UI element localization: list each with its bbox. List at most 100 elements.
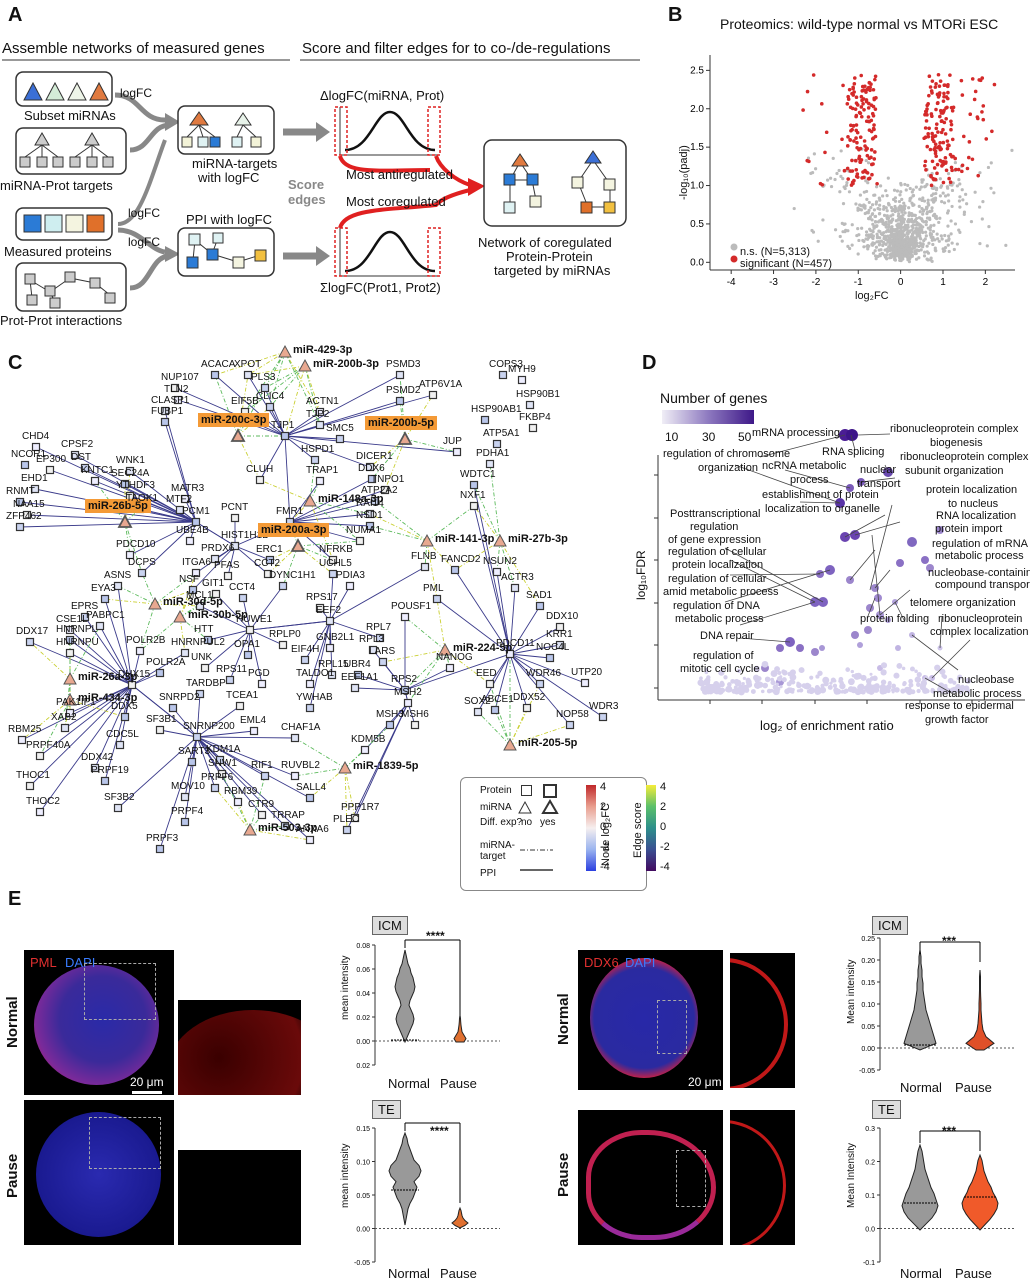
protein-node (20, 460, 30, 470)
volcano-point-ns (844, 183, 849, 187)
volcano-point-ns (892, 229, 896, 233)
ppi-edge (227, 545, 236, 577)
protein-label: PSMD2 (386, 385, 421, 396)
volcano-point-ns (906, 232, 910, 236)
volcano-point-ns (887, 245, 891, 249)
volcano-point-ns (911, 193, 916, 198)
protein-label: MYH9 (508, 364, 536, 375)
protein-label: EEF2 (316, 605, 342, 616)
volcano-y-tick-label: 1.5 (690, 142, 704, 153)
protein-label: RPS11 (216, 664, 247, 675)
mirna-target-edge (21, 699, 71, 741)
pml-pause-zoom-box (89, 1117, 161, 1169)
protein-node (155, 668, 165, 678)
enrichment-point (930, 687, 935, 692)
volcano-point-ns (960, 188, 964, 192)
protein-label: CLASP1 (151, 395, 190, 406)
protein-label: ATP5A1 (483, 428, 520, 439)
enrichment-term-label: organization (698, 462, 758, 474)
protein-node (245, 625, 255, 635)
protein-label: EHD1 (21, 473, 48, 484)
volcano-point-significant (934, 154, 938, 159)
protein-label: THOC1 (16, 770, 50, 781)
violin-y-tick-label: -0.05 (859, 1068, 875, 1075)
volcano-point-ns (878, 236, 882, 240)
enrichment-point (755, 681, 763, 688)
volcano-point-ns (899, 234, 903, 239)
enrichment-point (934, 664, 941, 671)
protein-node (300, 655, 310, 665)
protein-node (565, 720, 575, 730)
volcano-point-ns (858, 207, 862, 212)
protein-node (485, 679, 495, 689)
volcano-x-tick-label: 1 (940, 277, 946, 288)
mirna-label-highlight: miR-200c-3p (198, 413, 270, 427)
mirna-label: miR-1839-5p (353, 760, 419, 772)
volcano-point-ns (845, 181, 849, 185)
volcano-title: Proteomics: wild-type normal vs MTORi ES… (720, 16, 999, 32)
protein-label: SF3B2 (104, 792, 135, 803)
mirna-label-highlight: miR-26b-5p (85, 499, 151, 513)
enrichment-term-label: protein localization (926, 484, 1018, 496)
enrichment-leader-line (849, 549, 876, 581)
volcano-point-significant (939, 130, 944, 135)
volcano-point-ns (920, 244, 924, 248)
volcano-point-significant (951, 105, 956, 110)
enrichment-point (920, 679, 928, 687)
volcano-point-ns (920, 198, 924, 203)
edge-colorbar (646, 785, 656, 871)
enrichment-point (839, 684, 844, 688)
protein-label: RPL7 (366, 622, 392, 633)
volcano-point-significant (942, 83, 947, 87)
enrichment-point (706, 675, 711, 680)
protein-node (257, 810, 267, 820)
volcano-point-ns (872, 208, 877, 212)
protein-label: MTF2 (166, 494, 193, 505)
protein-node (365, 509, 375, 519)
protein-node (325, 643, 335, 653)
pml-icm-ylabel: mean intensity (340, 955, 351, 1020)
volcano-point-significant (867, 176, 872, 181)
protein-label: HTT (194, 624, 214, 635)
pml-icm-tag: ICM (372, 916, 408, 935)
protein-node (35, 807, 45, 817)
volcano-point-ns (899, 242, 903, 247)
protein-label: PGD (248, 668, 270, 679)
mirna-node (63, 692, 77, 706)
protein-node (403, 698, 413, 708)
mirna-target-edge (124, 470, 131, 523)
protein-node (187, 757, 197, 767)
protein-label: UTP20 (571, 667, 603, 678)
volcano-point-significant (940, 119, 944, 123)
volcano-point-ns (889, 227, 893, 231)
mirna-target-edge (94, 480, 126, 523)
enrichment-point (719, 680, 725, 686)
protein-node (378, 657, 388, 667)
enrichment-term-label: regulation of cellular (668, 573, 767, 585)
volcano-point-ns (863, 206, 867, 210)
volcano-point-significant (845, 144, 850, 148)
volcano-point-ns (914, 226, 919, 230)
volcano-point-ns (978, 171, 982, 175)
volcano-point-significant (867, 80, 872, 85)
protein-node (385, 720, 395, 730)
mirna-target-edge (249, 829, 311, 841)
volcano-point-significant (862, 175, 866, 180)
protein-label: TNPO1 (371, 474, 405, 485)
protein-label: HSPD1 (301, 444, 335, 455)
mirna-target-edge (494, 709, 511, 746)
enrichment-term-label: metabolic process (933, 688, 1022, 700)
ppi-edge (104, 598, 133, 686)
volcano-point-significant (924, 168, 928, 172)
volcano-x-tick-label: -1 (854, 277, 863, 288)
volcano-point-significant (941, 180, 946, 185)
volcano-point-significant (854, 168, 859, 172)
ppi-edge (509, 605, 541, 655)
volcano-point-ns (918, 229, 922, 233)
mirna-target-edge (244, 365, 306, 413)
volcano-point-ns (910, 212, 914, 216)
protein-node (370, 496, 380, 506)
genes-legend-title: Number of genes (660, 390, 768, 406)
protein-label: XPOT (234, 359, 262, 370)
protein-node (345, 581, 355, 591)
